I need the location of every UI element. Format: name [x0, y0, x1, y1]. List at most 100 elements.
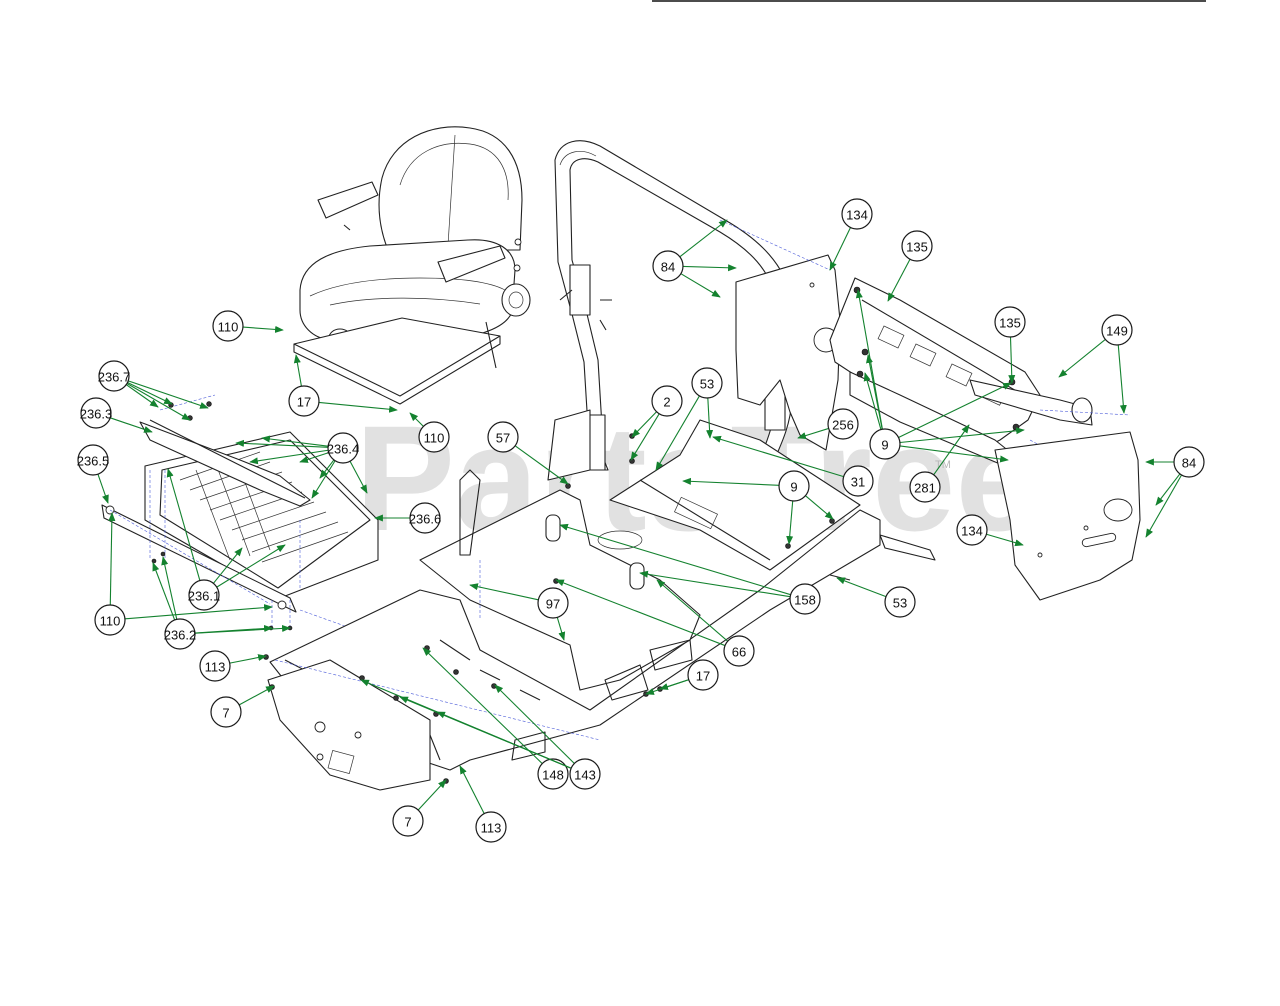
callout-97[interactable]: 97 — [469, 583, 569, 641]
callout-bubble[interactable] — [651, 385, 683, 417]
callout-bubble[interactable] — [687, 659, 719, 691]
callout-236-1[interactable]: 236.1 — [166, 468, 286, 611]
callout-bubble[interactable] — [98, 360, 130, 392]
callout-2[interactable]: 2 — [630, 385, 683, 461]
leader-line — [319, 459, 335, 479]
callout-256[interactable]: 256 — [797, 408, 859, 440]
callout-bubble[interactable] — [80, 397, 112, 429]
callout-84[interactable]: 84 — [1145, 446, 1205, 538]
callout-bubble[interactable] — [475, 811, 507, 843]
callout-bubble[interactable] — [537, 587, 569, 619]
leader-line — [1058, 339, 1106, 378]
callout-113[interactable]: 113 — [199, 650, 267, 682]
callout-53[interactable]: 53 — [836, 577, 916, 618]
leader-line — [786, 500, 794, 545]
callout-236-6[interactable]: 236.6 — [374, 502, 441, 534]
callout-281[interactable]: 281 — [909, 424, 970, 503]
callout-148[interactable]: 148 — [422, 647, 569, 790]
callout-label: 236.7 — [98, 370, 131, 385]
callout-bubble[interactable] — [1101, 314, 1133, 346]
dash-panel-assembly — [829, 277, 1141, 501]
callout-143[interactable]: 143 — [360, 679, 601, 790]
callout-bubble[interactable] — [778, 470, 810, 502]
callout-bubble[interactable] — [487, 421, 519, 453]
leader-line — [161, 556, 178, 620]
callout-7[interactable]: 7 — [392, 779, 447, 837]
callout-9[interactable]: 9 — [855, 289, 1025, 463]
callout-bubble[interactable] — [77, 444, 109, 476]
callout-bubble[interactable] — [164, 618, 196, 650]
callout-84[interactable]: 84 — [652, 219, 737, 298]
leader-line — [409, 412, 424, 427]
callout-236-4[interactable]: 236.4 — [235, 432, 368, 499]
callout-158[interactable]: 158 — [559, 523, 821, 615]
leader-line — [559, 523, 791, 596]
callout-bubble[interactable] — [691, 367, 723, 399]
callout-label: 236.3 — [80, 407, 113, 422]
callout-134[interactable]: 134 — [829, 198, 873, 271]
leader-line — [97, 473, 109, 504]
leader-line — [166, 468, 201, 581]
callout-7[interactable]: 7 — [210, 685, 275, 728]
callout-bubble[interactable] — [569, 758, 601, 790]
callout-110[interactable]: 110 — [409, 412, 450, 453]
callout-bubble[interactable] — [1173, 446, 1205, 478]
side-panel-134-lower — [994, 431, 1141, 601]
callout-bubble[interactable] — [884, 586, 916, 618]
callout-bubble[interactable] — [392, 805, 424, 837]
callout-110[interactable]: 110 — [212, 310, 284, 342]
callout-label: 7 — [404, 815, 411, 830]
callout-236-2[interactable]: 236.2 — [152, 556, 291, 650]
callout-134[interactable]: 134 — [956, 514, 1024, 547]
callout-53[interactable]: 53 — [655, 367, 723, 471]
callout-113[interactable]: 113 — [459, 765, 507, 843]
leader-line — [417, 779, 447, 811]
callout-bubble[interactable] — [789, 583, 821, 615]
callout-9[interactable]: 9 — [682, 470, 834, 545]
callout-66[interactable]: 66 — [555, 579, 755, 667]
callout-135[interactable]: 135 — [994, 306, 1026, 384]
callout-bubble[interactable] — [909, 471, 941, 503]
leader-line — [238, 685, 275, 706]
callout-110[interactable]: 110 — [94, 512, 273, 636]
leader-line — [898, 382, 1012, 438]
callout-17[interactable]: 17 — [288, 354, 398, 417]
callout-17[interactable]: 17 — [645, 659, 719, 695]
leader-line — [110, 417, 153, 433]
callout-bubble[interactable] — [537, 758, 569, 790]
callout-bubble[interactable] — [212, 310, 244, 342]
leader-line — [630, 413, 660, 461]
callout-bubble[interactable] — [409, 502, 441, 534]
callout-bubble[interactable] — [956, 514, 988, 546]
callout-bubble[interactable] — [869, 428, 901, 460]
leader-line — [152, 562, 176, 621]
callout-bubble[interactable] — [723, 635, 755, 667]
callout-bubble[interactable] — [94, 604, 126, 636]
callout-135[interactable]: 135 — [887, 230, 933, 302]
leader-line — [124, 604, 273, 620]
leader-line — [299, 452, 329, 463]
callout-bubble[interactable] — [188, 579, 220, 611]
callout-57[interactable]: 57 — [487, 421, 569, 485]
leader-line — [1117, 344, 1127, 414]
callout-bubble[interactable] — [994, 306, 1026, 338]
callout-bubble[interactable] — [210, 696, 242, 728]
callout-236-7[interactable]: 236.7 — [98, 360, 209, 421]
callout-bubble[interactable] — [827, 408, 859, 440]
callout-bubble[interactable] — [288, 385, 320, 417]
callout-bubble[interactable] — [652, 250, 684, 282]
callout-bubble[interactable] — [841, 198, 873, 230]
callout-bubble[interactable] — [842, 465, 874, 497]
callout-236-3[interactable]: 236.3 — [80, 397, 153, 433]
callout-31[interactable]: 31 — [712, 435, 874, 497]
leader-line — [659, 679, 689, 690]
callout-236-5[interactable]: 236.5 — [77, 444, 110, 504]
leader-line — [887, 259, 911, 302]
callout-149[interactable]: 149 — [1058, 314, 1133, 414]
callout-bubble[interactable] — [199, 650, 231, 682]
callout-bubble[interactable] — [327, 432, 359, 464]
callout-bubble[interactable] — [901, 230, 933, 262]
callout-bubble[interactable] — [418, 421, 450, 453]
leader-line — [899, 427, 1025, 444]
leader-line — [127, 382, 173, 405]
